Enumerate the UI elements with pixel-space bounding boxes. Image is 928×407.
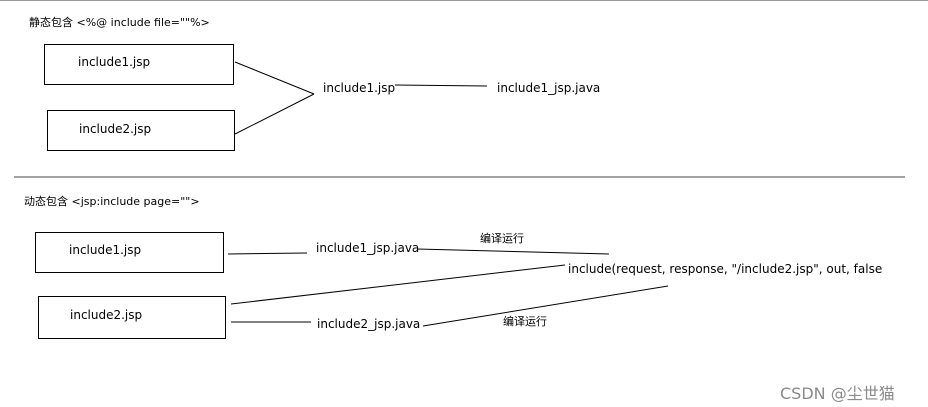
include-call-label: include(request, response, "/include2.js… [568,262,883,276]
dynamic-connector-5 [422,285,669,327]
static-merged-label: include1.jsp [323,81,396,95]
static-box-include2: include2.jsp [47,110,235,151]
dynamic-box-include2: include2.jsp [38,296,226,339]
top-border [0,0,928,1]
compile-run-label-2: 编译运行 [503,315,547,328]
dynamic-heading: 动态包含 <jsp:include page=""> [24,195,200,208]
static-connector-1 [234,61,315,95]
dynamic-connector-2 [416,248,610,255]
dynamic-java2-label: include2_jsp.java [317,317,421,331]
dynamic-box-include1-label: include1.jsp [69,243,142,257]
dynamic-connector-3 [230,264,566,305]
static-box-include2-label: include2.jsp [79,122,152,136]
static-box-include1: include1.jsp [44,44,234,85]
compile-run-label-1: 编译运行 [480,232,524,245]
watermark: CSDN @尘世猫 [780,384,895,403]
static-box-include1-label: include1.jsp [78,55,151,69]
dynamic-java1-label: include1_jsp.java [316,241,420,255]
static-connector-2 [234,93,315,135]
static-result-label: include1_jsp.java [497,81,601,95]
static-heading: 静态包含 <%@ include file=""%> [29,16,210,29]
dynamic-connector-1 [227,252,308,255]
static-connector-3 [394,84,488,87]
dynamic-box-include1: include1.jsp [35,232,224,273]
dynamic-box-include2-label: include2.jsp [70,308,143,322]
